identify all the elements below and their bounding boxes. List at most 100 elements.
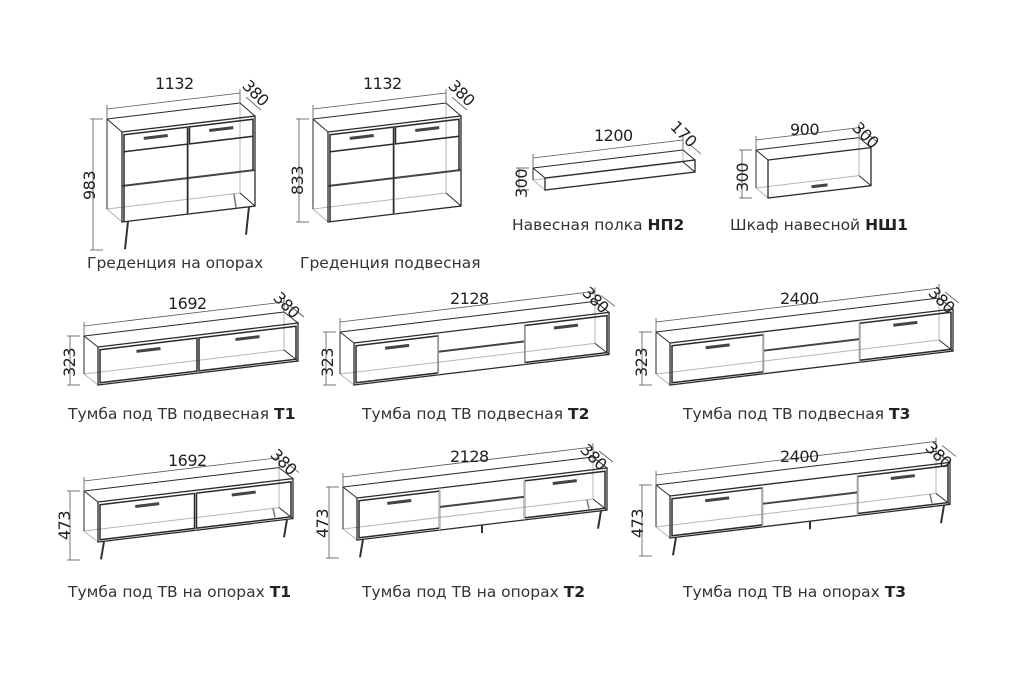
leg bbox=[940, 504, 945, 524]
item-caption: Тумба под ТВ подвесная Т2 bbox=[362, 405, 589, 423]
model-code: Т2 bbox=[568, 405, 590, 423]
depth-dimension-line bbox=[284, 461, 300, 473]
height-label: 323 bbox=[632, 347, 651, 377]
caption-text: Тумба под ТВ на опорах bbox=[683, 583, 885, 601]
front-face bbox=[327, 115, 462, 223]
drawer-handle bbox=[384, 343, 410, 350]
back-bottom-edge bbox=[655, 339, 940, 375]
front-face bbox=[544, 159, 696, 191]
drawer-handle bbox=[135, 502, 160, 509]
item-tv-wall-t1 bbox=[67, 298, 305, 386]
width-dimension-line bbox=[755, 127, 860, 141]
top-left-depth-edge bbox=[655, 484, 671, 497]
open-shelf bbox=[439, 495, 525, 508]
width-label: 1692 bbox=[168, 294, 207, 313]
top-right-depth-edge bbox=[938, 297, 954, 310]
leg-back bbox=[929, 493, 933, 504]
caption-text: Тумба под ТВ подвесная bbox=[68, 405, 275, 423]
width-dimension-line bbox=[342, 446, 594, 478]
item-caption: Тумба под ТВ на опорах Т2 bbox=[362, 583, 585, 601]
item-caption: Тумба под ТВ на опорах Т1 bbox=[68, 583, 291, 601]
top-right-depth-edge bbox=[935, 451, 951, 463]
back-bottom-edge bbox=[83, 349, 285, 375]
glass-shelf bbox=[327, 169, 462, 187]
leg bbox=[597, 510, 602, 529]
back-top-edge bbox=[655, 297, 940, 333]
height-label: 983 bbox=[80, 170, 99, 200]
item-caption: Шкаф навесной НШ1 bbox=[730, 216, 908, 234]
depth-dimension-line bbox=[688, 143, 702, 155]
bottom-right-depth-edge bbox=[239, 192, 256, 207]
width-label: 2400 bbox=[780, 447, 819, 466]
bottom-left-depth-edge bbox=[532, 179, 546, 191]
open-shelf bbox=[763, 338, 860, 352]
top-left-depth-edge bbox=[106, 118, 123, 133]
back-top-edge bbox=[655, 450, 937, 486]
width-dimension-line bbox=[655, 441, 937, 476]
width-dimension-line bbox=[655, 287, 940, 323]
item-tv-legs-t3 bbox=[639, 437, 957, 557]
height-label: 473 bbox=[313, 508, 332, 538]
width-label: 1132 bbox=[155, 74, 194, 93]
top-left-depth-edge bbox=[339, 331, 355, 344]
top-left-depth-edge bbox=[755, 149, 769, 161]
back-bottom-edge bbox=[342, 498, 594, 530]
item-tv-wall-t2 bbox=[323, 287, 616, 386]
caption-text: Тумба под ТВ подвесная bbox=[683, 405, 890, 423]
top-right-depth-edge bbox=[682, 149, 696, 161]
bottom-left-depth-edge bbox=[755, 187, 769, 199]
depth-dimension-line bbox=[289, 305, 305, 318]
drawer-handle bbox=[893, 320, 918, 327]
item-tv-legs-t2 bbox=[326, 443, 614, 559]
width-dimension-line bbox=[83, 457, 280, 482]
model-code: Т1 bbox=[274, 405, 296, 423]
item-tv-legs-t1 bbox=[67, 453, 300, 561]
glass-shelf bbox=[121, 169, 256, 187]
caption-text: Тумба под ТВ на опорах bbox=[68, 583, 270, 601]
height-label: 473 bbox=[628, 508, 647, 538]
item-wall-shelf bbox=[516, 136, 702, 191]
open-shelf bbox=[438, 340, 525, 353]
leg-back bbox=[233, 193, 237, 208]
model-code: НШ1 bbox=[865, 216, 908, 234]
depth-dimension-line bbox=[245, 96, 262, 111]
leg-back bbox=[272, 508, 276, 518]
width-label: 900 bbox=[790, 120, 820, 139]
top-left-depth-edge bbox=[312, 118, 329, 133]
bottom-left-depth-edge bbox=[83, 373, 99, 386]
item-caption: Навесная полка НП2 bbox=[512, 216, 684, 234]
front-face bbox=[669, 308, 954, 386]
front-face bbox=[356, 467, 608, 541]
bottom-right-depth-edge bbox=[445, 192, 462, 207]
item-sideboard-wall bbox=[296, 89, 468, 223]
depth-dimension-line bbox=[451, 96, 468, 111]
back-top-edge bbox=[312, 102, 447, 120]
back-top-edge bbox=[339, 300, 596, 333]
drawer-handle bbox=[705, 496, 730, 503]
drawer-front bbox=[358, 490, 441, 539]
top-right-depth-edge bbox=[858, 137, 872, 149]
back-bottom-edge bbox=[655, 492, 937, 528]
bottom-left-depth-edge bbox=[312, 208, 329, 223]
width-label: 1200 bbox=[594, 126, 633, 145]
drawer-front bbox=[99, 337, 198, 384]
front-face bbox=[121, 115, 256, 223]
width-label: 2128 bbox=[450, 289, 489, 308]
drawer-front bbox=[198, 325, 297, 372]
height-label: 833 bbox=[288, 165, 307, 195]
width-dimension-line bbox=[83, 301, 285, 327]
back-top-edge bbox=[342, 456, 594, 488]
width-dimension-line bbox=[339, 291, 596, 323]
open-shelf bbox=[762, 491, 858, 505]
width-dimension-line bbox=[312, 92, 447, 110]
top-left-depth-edge bbox=[532, 167, 546, 179]
depth-dimension-line bbox=[598, 450, 614, 463]
caption-text: Греденция подвесная bbox=[300, 254, 481, 272]
height-label: 323 bbox=[318, 347, 337, 377]
item-caption: Греденция подвесная bbox=[300, 254, 481, 272]
caption-text: Шкаф навесной bbox=[730, 216, 866, 234]
leg bbox=[359, 539, 364, 558]
top-left-depth-edge bbox=[83, 490, 99, 503]
back-bottom-edge bbox=[312, 192, 447, 210]
